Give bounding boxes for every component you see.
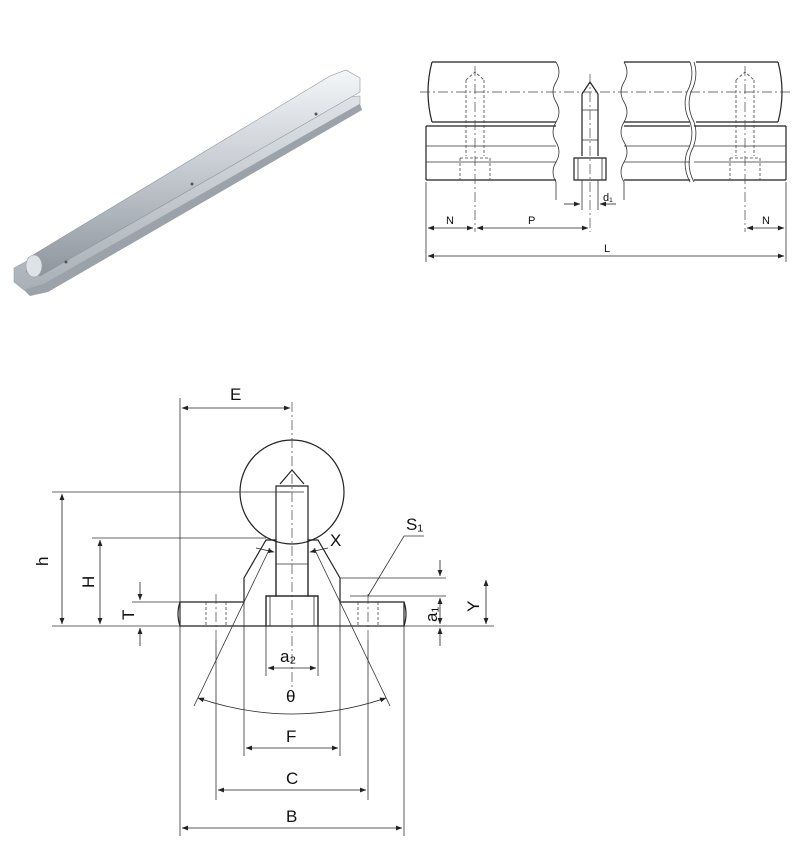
label-y: Y	[464, 601, 483, 612]
label-l: L	[604, 243, 610, 255]
label-e: E	[230, 385, 241, 404]
label-a1: a₁	[422, 607, 441, 622]
label-s1: S₁	[406, 515, 423, 534]
label-f: F	[286, 727, 296, 746]
label-a2: a₂	[280, 647, 296, 666]
label-n-left: N	[446, 215, 454, 227]
label-t: T	[119, 610, 138, 620]
section-view	[52, 398, 494, 836]
label-h-lower: h	[33, 557, 52, 566]
label-d1: d₁	[603, 192, 613, 204]
label-theta: θ	[286, 687, 295, 706]
side-view	[420, 61, 792, 262]
label-p: P	[528, 215, 535, 227]
label-c: C	[286, 769, 298, 788]
label-h-upper: H	[79, 576, 98, 588]
rail-photo	[13, 69, 362, 296]
label-x: X	[330, 531, 341, 550]
label-n-right: N	[762, 215, 770, 227]
label-b: B	[286, 807, 297, 826]
